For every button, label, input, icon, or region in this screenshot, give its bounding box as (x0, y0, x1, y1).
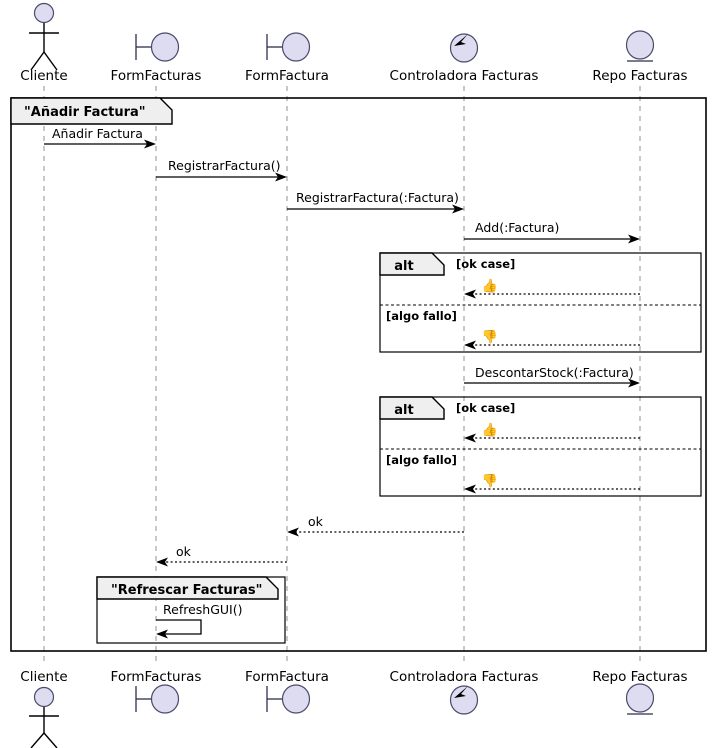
message-descontar-stock: DescontarStock(:Factura) (464, 365, 640, 388)
lifeline-head-repo: Repo Facturas (592, 30, 688, 84)
reply-fail-case-1: 👎 (464, 329, 640, 350)
reply-ok-case-2: 👍 (464, 422, 640, 443)
thumbs-up-icon: 👍 (482, 278, 498, 294)
lifeline-label-controladora-top: Controladora Facturas (390, 68, 539, 84)
group-frame-anadir-factura: "Añadir Factura" (10, 97, 707, 652)
lifeline-head-cliente: Cliente (20, 2, 68, 84)
lifeline-head-formfactura: FormFactura (245, 32, 329, 84)
boundary-icon (135, 684, 180, 714)
lifeline-head-formfacturas: FormFacturas (111, 32, 202, 84)
thumbs-down-icon: 👎 (482, 329, 498, 345)
thumbs-down-icon: 👎 (482, 473, 498, 489)
message-add-factura: Add(:Factura) (464, 220, 640, 244)
group-frame-title-refrescar: "Refrescar Facturas" (111, 583, 262, 598)
lifeline-label-repo-bottom: Repo Facturas (592, 669, 687, 685)
lifeline-foot-formfactura: FormFactura (245, 669, 329, 714)
group-frame-refrescar-facturas: "Refrescar Facturas" RefreshGUI() (96, 576, 286, 644)
message-registrar-factura-param: RegistrarFactura(:Factura) (287, 190, 464, 214)
lifeline-label-controladora-bottom: Controladora Facturas (390, 669, 539, 685)
lifeline-foot-controladora: Controladora Facturas (390, 669, 539, 715)
boundary-icon (266, 32, 311, 62)
group-frame-title-anadir: "Añadir Factura" (24, 105, 146, 120)
alt-fragment-1: alt [ok case] 👍 [algo fallo] 👎 (379, 252, 702, 353)
alt-fragment-2: alt [ok case] 👍 [algo fallo] 👎 (379, 396, 702, 497)
message-reply-ok-controladora: ok (287, 514, 464, 537)
thumbs-up-icon: 👍 (482, 422, 498, 438)
boundary-icon (135, 32, 180, 62)
message-anadir-factura: Añadir Factura (44, 126, 156, 149)
actor-stick-figure-icon (33, 2, 55, 24)
message-label-registrar-factura: RegistrarFactura() (168, 158, 281, 173)
entity-icon (625, 683, 655, 715)
reply-ok-case-1: 👍 (464, 278, 640, 299)
lifeline-foot-formfacturas: FormFacturas (111, 669, 202, 714)
actor-stick-figure-icon (33, 686, 55, 708)
message-label-anadir-factura: Añadir Factura (52, 126, 143, 141)
lifeline-foot-cliente: Cliente (20, 669, 68, 748)
alt-guard-ok-2: [ok case] (456, 401, 515, 415)
message-label-add-factura: Add(:Factura) (475, 220, 559, 235)
message-reply-ok-formfactura: ok (156, 544, 287, 567)
self-message-refreshgui: RefreshGUI() (156, 602, 242, 639)
lifeline-label-formfacturas-top: FormFacturas (111, 68, 202, 84)
lifeline-label-formfactura-bottom: FormFactura (245, 669, 329, 685)
message-registrar-factura: RegistrarFactura() (156, 158, 287, 182)
control-icon (449, 33, 479, 63)
message-label-ok-1: ok (308, 514, 324, 529)
message-label-ok-2: ok (176, 544, 192, 559)
message-label-registrar-factura-param: RegistrarFactura(:Factura) (296, 190, 459, 205)
alt-guard-ok-1: [ok case] (456, 257, 515, 271)
boundary-icon (266, 684, 311, 714)
alt-keyword-1: alt (394, 259, 413, 274)
lifeline-label-formfacturas-bottom: FormFacturas (111, 669, 202, 685)
reply-fail-case-2: 👎 (464, 473, 640, 494)
lifeline-label-cliente-top: Cliente (20, 68, 67, 84)
control-icon (449, 685, 479, 715)
message-label-descontar-stock: DescontarStock(:Factura) (475, 365, 634, 380)
alt-guard-fail-1: [algo fallo] (386, 309, 457, 323)
lifeline-foot-repo: Repo Facturas (592, 669, 688, 715)
lifeline-head-controladora: Controladora Facturas (390, 33, 539, 84)
lifeline-label-formfactura-top: FormFactura (245, 68, 329, 84)
lifeline-label-cliente-bottom: Cliente (20, 669, 67, 685)
entity-icon (625, 30, 655, 62)
message-label-refreshgui: RefreshGUI() (163, 602, 242, 617)
alt-keyword-2: alt (394, 403, 413, 418)
lifeline-label-repo-top: Repo Facturas (592, 68, 687, 84)
alt-guard-fail-2: [algo fallo] (386, 453, 457, 467)
